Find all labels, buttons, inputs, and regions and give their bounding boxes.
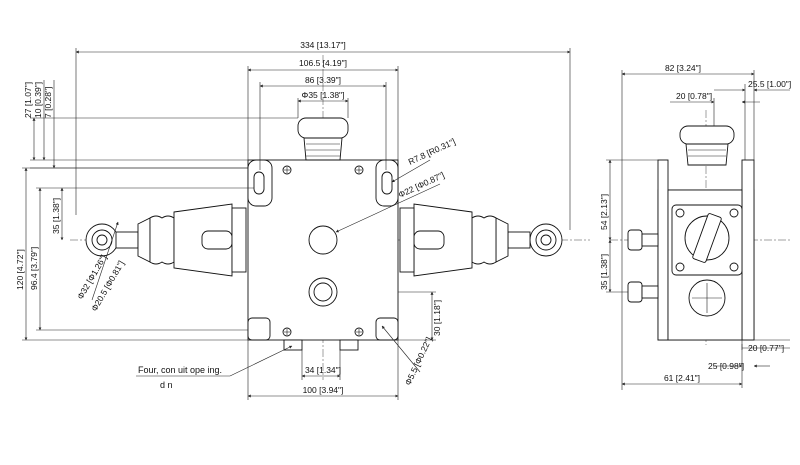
- dim-7: 7 [0.28"]: [43, 87, 53, 118]
- left-actuator-arm: [115, 203, 247, 277]
- dim-20-top: 20 [0.78"]: [676, 91, 712, 101]
- dim-96-4: 96.4 [3.79"]: [29, 247, 39, 290]
- conduit-opening-left: [283, 339, 303, 351]
- dim-54: 54 [2.13"]: [599, 194, 609, 230]
- dim-phi5-5: Φ5.5 [Φ0.22"]: [403, 335, 434, 386]
- dim-120: 120 [4.72"]: [15, 249, 25, 290]
- dim-35-left: 35 [1.38"]: [51, 198, 61, 234]
- dim-82: 82 [3.24"]: [665, 63, 701, 73]
- dim-106-5: 106.5 [4.19"]: [299, 58, 347, 68]
- side-reset-button: [679, 125, 735, 166]
- side-selector: [671, 204, 743, 276]
- conduit-note-line1: Four, con uit ope ing.: [138, 365, 222, 375]
- dim-100: 100 [3.94"]: [303, 385, 344, 395]
- dim-r7-8: R7.8 [R0.31"]: [407, 136, 457, 167]
- dim-27: 27 [1.07"]: [23, 82, 33, 118]
- dim-phi35: Φ35 [1.38"]: [302, 90, 345, 100]
- dim-86: 86 [3.39"]: [305, 75, 341, 85]
- switch-housing: [247, 159, 399, 351]
- front-view: 334 [13.17"] 106.5 [4.19"] 86 [3.39"] Φ3…: [15, 40, 590, 400]
- side-cable-gland: [627, 229, 659, 303]
- dim-30: 30 [1.18"]: [432, 300, 442, 336]
- dim-25-5: 25.5 [1.00"]: [748, 79, 791, 89]
- conduit-note-line2: d n: [160, 380, 173, 390]
- dim-10: 10 [0.39"]: [33, 82, 43, 118]
- cover-screw: [354, 327, 364, 337]
- cover-screw: [282, 165, 292, 175]
- right-cable-eye: [529, 223, 563, 257]
- cover-screw: [282, 327, 292, 337]
- conduit-opening-right: [339, 339, 359, 351]
- dim-334: 334 [13.17"]: [300, 40, 346, 50]
- dim-34: 34 [1.34"]: [305, 365, 341, 375]
- center-bore: [308, 225, 338, 255]
- dim-61: 61 [2.41"]: [664, 373, 700, 383]
- right-actuator-arm: [399, 203, 531, 277]
- reset-button: [297, 117, 349, 161]
- dim-20-bottom: 20 [0.77"]: [748, 343, 784, 353]
- dim-35-side: 35 [1.38"]: [599, 254, 609, 290]
- cover-screw: [354, 165, 364, 175]
- side-view: 82 [3.24"] 25.5 [1.00"] 20 [0.78"] 54 [2…: [599, 63, 791, 390]
- dim-25: 25 [0.98"]: [708, 361, 744, 371]
- left-cable-eye: [85, 223, 119, 257]
